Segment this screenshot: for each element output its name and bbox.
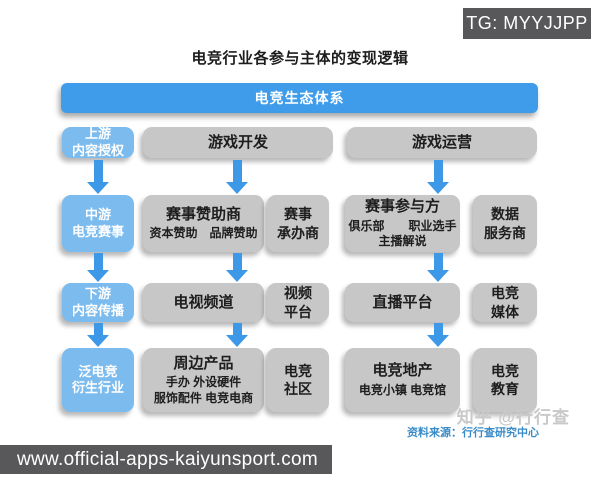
footer-url: www.official-apps-kaiyunsport.com [17, 448, 318, 470]
node-label: 周边产品 [173, 354, 234, 372]
stage-midstream: 中游 电竞赛事 [62, 195, 134, 252]
stage-downstream: 下游 内容传播 [62, 283, 134, 322]
source-credit: 资料来源：行行查研究中心 [407, 427, 539, 439]
node-sponsor: 赛事赞助商 资本赞助 品牌赞助 [143, 195, 264, 252]
footer-url-bar: www.official-apps-kaiyunsport.com [0, 445, 332, 474]
node-label: 游戏开发 [207, 133, 268, 151]
node-organizer: 赛事 承办商 [267, 195, 329, 252]
node-community: 电竞 社区 [267, 348, 329, 412]
node-label-line: 电竞 [491, 285, 519, 302]
node-label-line: 社区 [284, 381, 312, 397]
node-label: 赛事赞助商 [165, 205, 241, 223]
node-label-line: 承办商 [277, 224, 319, 241]
node-label-line: 服务商 [484, 224, 526, 241]
node-sublabel: 资本赞助 品牌赞助 [149, 226, 258, 241]
node-estate: 电竞地产 电竞小镇 电竞馆 [345, 348, 460, 412]
down-arrow-icon [427, 323, 449, 347]
diagram-title: 电竞行业各参与主体的变现逻辑 [191, 50, 409, 67]
down-arrow-icon [87, 253, 109, 282]
node-game-dev: 游戏开发 [143, 127, 333, 158]
node-sublabel: 电竞小镇 电竞馆 [358, 382, 447, 397]
node-label: 电视频道 [173, 293, 234, 311]
node-participants: 赛事参与方 俱乐部 职业选手 主播解说 [345, 195, 460, 252]
node-label-line: 视频 [284, 285, 312, 302]
node-video-platform: 视频 平台 [267, 283, 329, 322]
node-label: 赛事参与方 [364, 198, 440, 216]
node-live-platform: 直播平台 [345, 283, 460, 322]
node-label-line: 赛事 [284, 206, 312, 223]
node-esports-media: 电竞 媒体 [473, 283, 537, 322]
node-label-line: 平台 [284, 303, 312, 320]
stage-upstream: 上游 内容授权 [62, 126, 134, 158]
node-education: 电竞 教育 [473, 348, 537, 412]
down-arrow-icon [427, 160, 449, 194]
node-tv-channel: 电视频道 [143, 283, 264, 322]
down-arrow-icon [87, 160, 109, 194]
node-sublabel: 服饰配件 电竞电商 [153, 390, 254, 405]
telegram-badge: TG: MYYJJPP [463, 8, 591, 39]
node-label-line: 电竞 [491, 362, 519, 379]
down-arrow-icon [427, 253, 449, 282]
node-peripheral: 周边产品 手办 外设硬件 服饰配件 电竞电商 [143, 348, 264, 412]
node-game-ops: 游戏运营 [347, 127, 537, 158]
node-label: 游戏运营 [411, 133, 472, 151]
down-arrow-icon [226, 160, 248, 194]
stage-label-line: 上游 [84, 126, 111, 142]
stage-label-line: 泛电竞 [78, 363, 118, 379]
node-label: 电竞地产 [372, 362, 433, 380]
stage-label-line: 下游 [84, 286, 111, 302]
stage-label-line: 内容授权 [71, 142, 124, 158]
down-arrow-icon [226, 253, 248, 282]
stage-derivative: 泛电竞 衍生行业 [62, 348, 134, 412]
zhihu-watermark: 知乎 @行行查 [456, 408, 570, 427]
stage-label-line: 电竞赛事 [71, 223, 124, 239]
node-data-service: 数据 服务商 [473, 195, 537, 252]
node-label-line: 媒体 [491, 303, 519, 320]
down-arrow-icon [226, 323, 248, 347]
node-sublabel: 俱乐部 职业选手 [348, 218, 457, 233]
node-sublabel: 手办 外设硬件 [165, 375, 242, 390]
node-ecosystem: 电竞生态体系 [61, 83, 538, 113]
stage-label-line: 中游 [84, 207, 111, 223]
node-label-line: 教育 [491, 381, 519, 397]
down-arrow-icon [87, 323, 109, 347]
node-label-line: 电竞 [284, 362, 312, 379]
stage-label-line: 衍生行业 [71, 380, 124, 395]
node-sublabel: 主播解说 [378, 234, 427, 249]
stage-label-line: 内容传播 [71, 302, 124, 318]
node-label-line: 数据 [491, 206, 519, 223]
node-label: 直播平台 [372, 293, 433, 311]
